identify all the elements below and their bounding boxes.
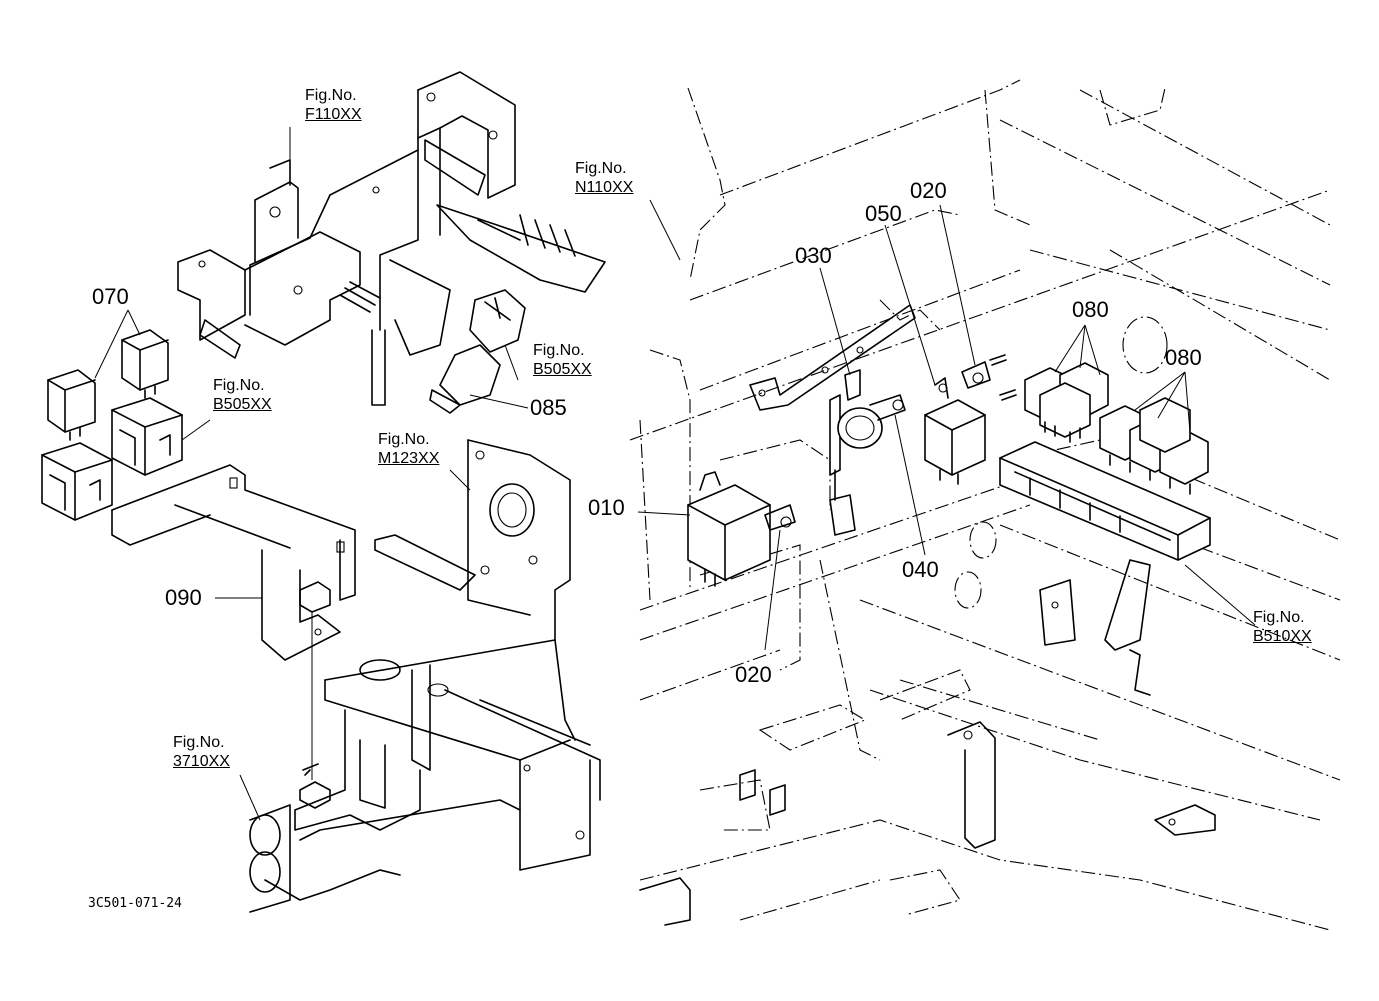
fig-ref-m123[interactable]: Fig.No. M123XX bbox=[378, 430, 439, 468]
unit-010 bbox=[687, 471, 771, 587]
relays-080-right bbox=[1099, 397, 1209, 495]
sensor-030 bbox=[829, 369, 906, 536]
fig-ref-label: Fig.No. bbox=[575, 160, 627, 177]
fig-ref-code: B505XX bbox=[213, 396, 272, 413]
fig-ref-code: B510XX bbox=[1253, 628, 1312, 645]
part-label-090: 090 bbox=[165, 585, 202, 610]
fig-ref-code: M123XX bbox=[378, 450, 440, 467]
fig-ref-n110[interactable]: Fig.No. N110XX bbox=[575, 159, 633, 197]
part-label-080-right: 080 bbox=[1165, 345, 1202, 370]
part-label-085: 085 bbox=[530, 395, 567, 420]
part-label-080-left: 080 bbox=[1072, 297, 1109, 322]
relays-080-left bbox=[1024, 362, 1109, 443]
part-label-020-upper: 020 bbox=[910, 178, 947, 203]
mount-bar bbox=[749, 304, 916, 411]
fig-ref-label: Fig.No. bbox=[305, 87, 357, 104]
part-label-070: 070 bbox=[92, 284, 129, 309]
part-label-010: 010 bbox=[588, 495, 625, 520]
fig-ref-label: Fig.No. bbox=[213, 377, 265, 394]
lower-frame bbox=[249, 439, 601, 913]
fig-ref-b510[interactable]: Fig.No. B510XX bbox=[1253, 608, 1312, 646]
document-id: 3C501-071-24 bbox=[88, 896, 182, 911]
fig-ref-b505-left[interactable]: Fig.No. B505XX bbox=[213, 376, 272, 414]
relays-070 bbox=[47, 329, 169, 441]
fig-ref-label: Fig.No. bbox=[173, 734, 225, 751]
leader-lines bbox=[94, 127, 1256, 821]
fig-ref-3710[interactable]: Fig.No. 3710XX bbox=[173, 733, 230, 771]
screw-020a bbox=[764, 504, 796, 651]
fig-ref-label: Fig.No. bbox=[1253, 609, 1305, 626]
fig-ref-code: B505XX bbox=[533, 361, 592, 378]
bracket-090 bbox=[111, 464, 356, 780]
relay-050 bbox=[924, 377, 986, 485]
fig-ref-b505-right[interactable]: Fig.No. B505XX bbox=[533, 341, 592, 379]
fig-ref-f110[interactable]: Fig.No. F110XX bbox=[305, 86, 362, 124]
fig-ref-label: Fig.No. bbox=[533, 342, 585, 359]
part-label-050: 050 bbox=[865, 201, 902, 226]
relay-sockets bbox=[41, 397, 183, 521]
switch-bracket bbox=[177, 159, 451, 406]
part-label-030: 030 bbox=[795, 243, 832, 268]
upper-bracket bbox=[249, 71, 516, 331]
fig-ref-code: F110XX bbox=[305, 106, 362, 123]
screw-020b bbox=[961, 354, 1017, 401]
relay-085 bbox=[429, 289, 526, 414]
fig-ref-code: N110XX bbox=[575, 179, 634, 196]
fig-ref-label: Fig.No. bbox=[378, 431, 430, 448]
floor-brackets bbox=[639, 721, 1216, 926]
fuse-box bbox=[999, 441, 1211, 696]
part-label-040: 040 bbox=[902, 557, 939, 582]
fig-ref-code: 3710XX bbox=[173, 753, 230, 770]
pedal-plate bbox=[436, 204, 606, 293]
part-label-020-lower: 020 bbox=[735, 662, 772, 687]
